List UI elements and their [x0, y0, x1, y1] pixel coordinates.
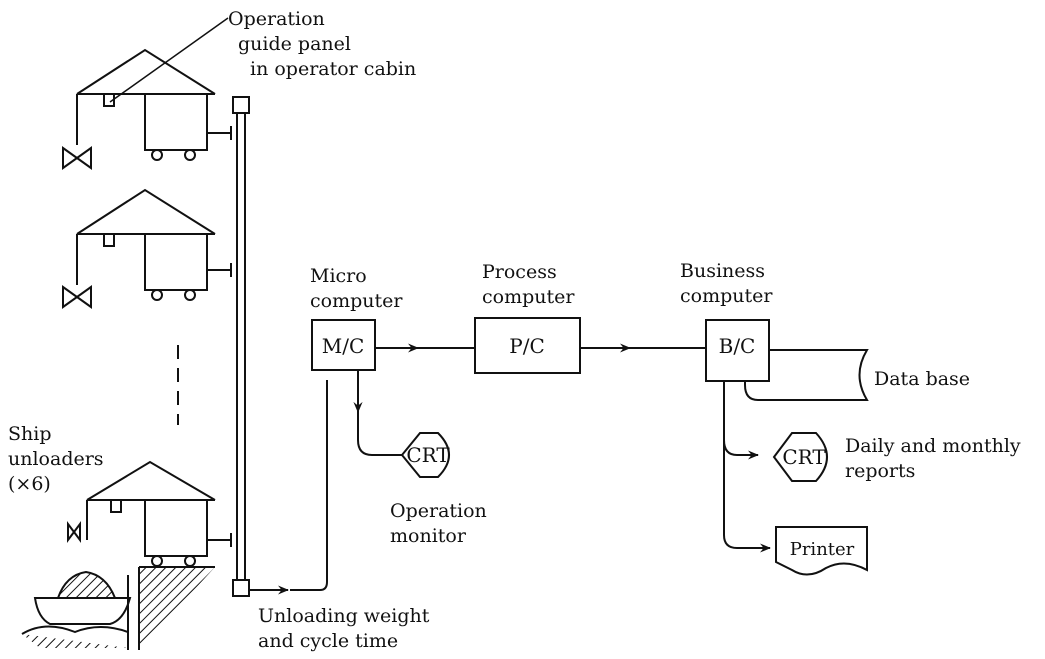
printer-shape	[775, 526, 868, 576]
business-computer-label-2: computer	[680, 285, 773, 307]
collector-rail	[232, 96, 250, 597]
mc-box-label: M/C	[322, 334, 365, 358]
operation-guide-label-2: guide panel	[238, 33, 351, 55]
unloading-label-1: Unloading weight	[258, 605, 430, 627]
operation-guide-label-1: Operation	[228, 8, 325, 30]
pc-box-label: P/C	[509, 334, 545, 358]
process-computer-label-1: Process	[482, 261, 557, 283]
business-computer-label-1: Business	[680, 260, 765, 282]
rail-to-mc-line	[290, 380, 328, 591]
crt-monitor-2	[772, 432, 828, 482]
operation-guide-label-3: in operator cabin	[250, 58, 416, 80]
crt-1-label: CRT	[406, 443, 450, 467]
ship-icon	[21, 570, 132, 648]
data-base-label: Data base	[874, 368, 970, 390]
printer-label: Printer	[790, 539, 855, 560]
ship-unloader-3	[67, 460, 232, 567]
micro-computer-label-2: computer	[310, 290, 403, 312]
crt-2-label: CRT	[782, 445, 826, 469]
unloading-label-2: and cycle time	[258, 630, 398, 652]
reports-label-1: Daily and monthly	[845, 435, 1021, 457]
mc-box	[311, 319, 376, 371]
bc-to-crt-arrow	[723, 439, 759, 460]
process-computer-label-2: computer	[482, 286, 575, 308]
bc-box-label: B/C	[719, 334, 756, 358]
reports-label-2: reports	[845, 460, 915, 482]
ship-unloaders-label-2: unloaders	[8, 448, 104, 470]
micro-computer-label-1: Micro	[310, 265, 367, 287]
quay-hatch	[139, 567, 215, 650]
ship-unloaders-label-3: (×6)	[8, 473, 51, 495]
ship-unloaders-label-1: Ship	[8, 423, 52, 445]
guide-leader-line	[109, 17, 229, 103]
ship-unloader-1	[62, 48, 232, 170]
operation-monitor-label-2: monitor	[390, 525, 467, 547]
crt-monitor-1	[400, 432, 450, 478]
operation-monitor-label-1: Operation	[390, 500, 487, 522]
pc-box	[474, 317, 581, 374]
ship-unloader-2	[62, 188, 232, 309]
bc-to-printer-line	[723, 381, 756, 549]
database-shape	[744, 349, 869, 401]
